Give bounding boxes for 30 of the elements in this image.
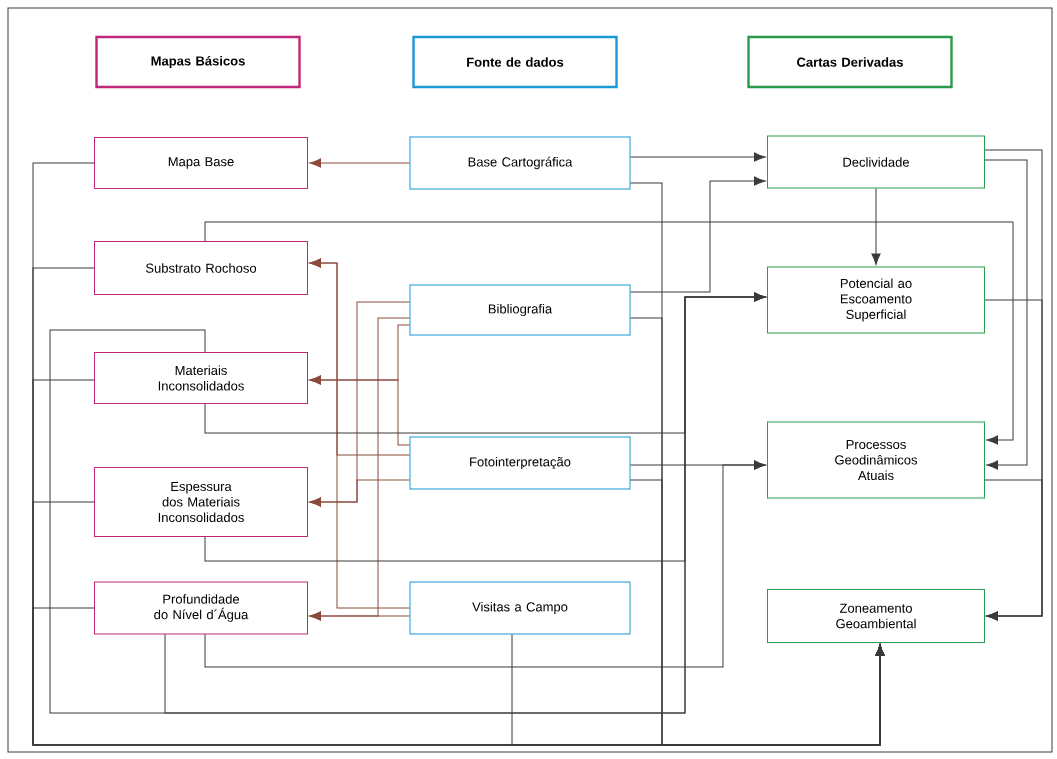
arrow bbox=[49, 292, 766, 714]
process-box: Processos Geodinâmicos Atuais bbox=[767, 421, 985, 499]
process-box: Espessura dos Materiais Inconsolidados bbox=[94, 467, 308, 537]
process-box: Potencial ao Escoamento Superficial bbox=[767, 266, 985, 334]
process-box: Visitas a Campo bbox=[409, 581, 631, 635]
arrow bbox=[309, 158, 410, 168]
header-box: Mapas Básicos bbox=[95, 35, 301, 89]
arrow bbox=[630, 152, 766, 162]
arrow bbox=[630, 176, 766, 293]
arrow bbox=[984, 479, 1043, 621]
arrow bbox=[204, 460, 766, 668]
arrow bbox=[511, 634, 885, 746]
process-box: Zoneamento Geoambiental bbox=[767, 589, 985, 643]
arrow bbox=[309, 479, 410, 507]
process-box: Fotointerpretação bbox=[409, 436, 631, 490]
arrow bbox=[309, 258, 410, 456]
header-box: Cartas Derivadas bbox=[747, 35, 953, 89]
arrow bbox=[984, 159, 1028, 470]
process-box: Mapa Base bbox=[94, 137, 308, 189]
arrow bbox=[871, 188, 881, 265]
process-box: Materiais Inconsolidados bbox=[94, 352, 308, 404]
process-box: Base Cartográfica bbox=[409, 136, 631, 190]
header-box: Fonte de dados bbox=[412, 35, 618, 89]
process-box: Bibliografia bbox=[409, 284, 631, 336]
process-box: Profundidade do Nível d´Água bbox=[94, 581, 308, 635]
arrow bbox=[309, 611, 410, 621]
arrow bbox=[309, 375, 410, 446]
process-box: Declividade bbox=[767, 135, 985, 189]
process-box: Substrato Rochoso bbox=[94, 241, 308, 295]
arrow bbox=[204, 221, 1014, 445]
